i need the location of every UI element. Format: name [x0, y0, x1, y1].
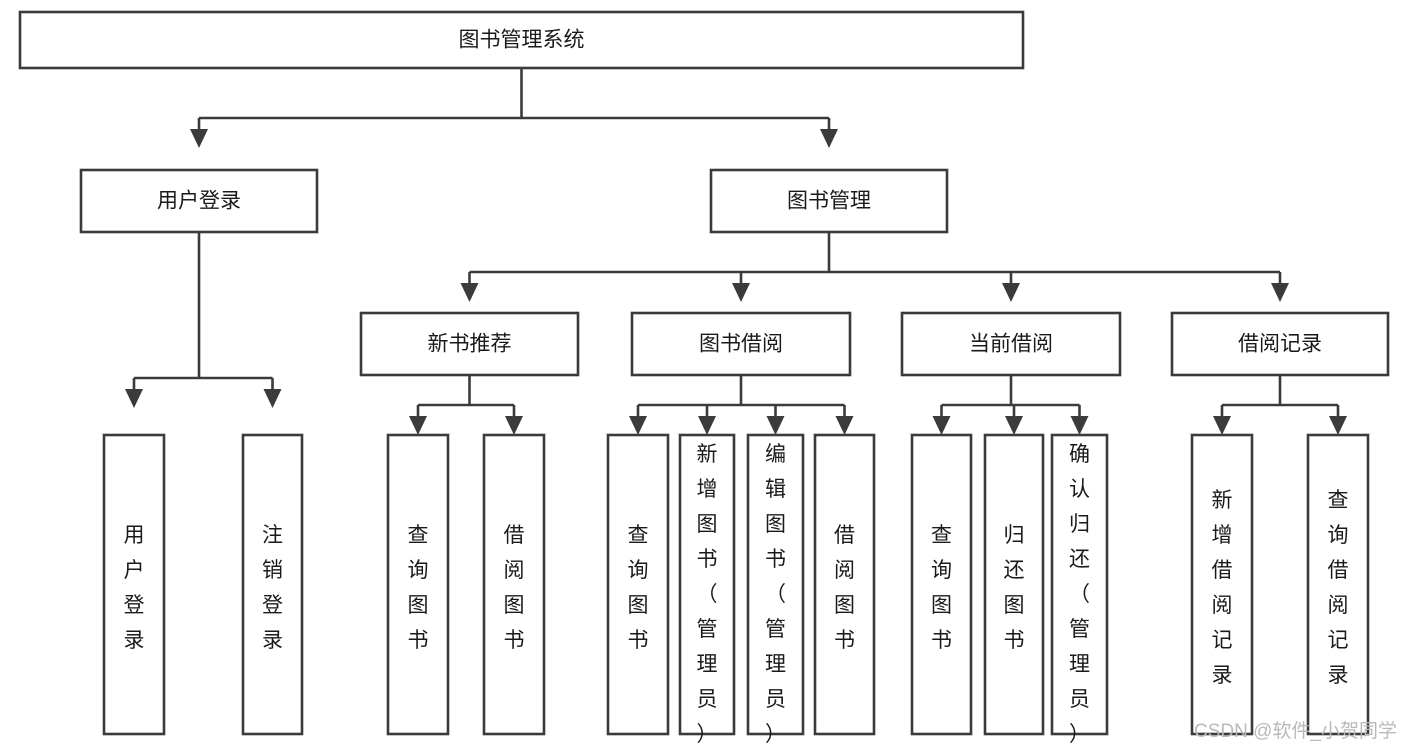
node-leaf-2[interactable]: 查询图书: [386, 433, 450, 736]
node-leaf-4[interactable]: 查询图书: [606, 433, 670, 736]
node-box-leaf-11: [1190, 433, 1254, 736]
node-borrow-record[interactable]: 借阅记录: [1170, 311, 1390, 377]
node-label-book-manage: 图书管理: [787, 190, 871, 213]
edge-current_borrow-arrow-2: [1070, 416, 1089, 435]
node-label-leaf-8: 查询图书: [931, 524, 952, 652]
node-box-leaf-3: [482, 433, 546, 736]
edge-root-arrow-0: [190, 129, 208, 148]
edge-book_borrow-arrow-3: [835, 416, 854, 435]
node-leaf-11[interactable]: 新增借阅记录: [1190, 433, 1254, 736]
node-leaf-12[interactable]: 查询借阅记录: [1306, 433, 1370, 736]
node-label-leaf-11: 新增借阅记录: [1212, 489, 1233, 687]
node-label-user-login: 用户登录: [157, 190, 241, 213]
node-leaf-8[interactable]: 查询图书: [910, 433, 973, 736]
node-box-leaf-1: [241, 433, 304, 736]
edge-new_book_rec-arrow-1: [505, 416, 523, 435]
edge-root-arrow-1: [820, 129, 838, 148]
node-box-book-manage: [709, 168, 949, 234]
node-label-leaf-4: 查询图书: [628, 524, 649, 652]
node-label-new-book-recommend: 新书推荐: [428, 333, 512, 356]
node-box-current-borrow: [900, 311, 1122, 377]
node-box-borrow-record: [1170, 311, 1390, 377]
node-box-leaf-4: [606, 433, 670, 736]
node-current-borrow[interactable]: 当前借阅: [900, 311, 1122, 377]
node-box-leaf-2: [386, 433, 450, 736]
node-box-leaf-10: [1050, 433, 1109, 736]
edge-current_borrow-arrow-1: [1005, 416, 1023, 435]
edge-user_login-arrow-1: [263, 389, 282, 408]
node-label-leaf-3: 借阅图书: [504, 524, 525, 652]
edge-current_borrow-arrow-0: [932, 416, 951, 435]
node-leaf-1[interactable]: 注销登录: [241, 433, 304, 736]
edge-book_borrow-arrow-2: [766, 416, 785, 435]
node-box-leaf-5: [678, 433, 736, 736]
node-label-borrow-record: 借阅记录: [1238, 333, 1322, 356]
node-book-manage[interactable]: 图书管理: [709, 168, 949, 234]
node-label-leaf-10: 确认归还（管理员）: [1069, 443, 1090, 746]
edge-book-manage-arrow-0: [460, 283, 479, 302]
edge-book_borrow-arrow-0: [629, 416, 647, 435]
node-box-leaf-9: [983, 433, 1045, 736]
node-box-root: [18, 10, 1025, 70]
edge-book-manage-arrow-3: [1271, 283, 1289, 302]
node-label-current-borrow: 当前借阅: [969, 333, 1053, 356]
leaves-layer: 用户登录 注销登录 查询图书 借阅图书 查询图书 新增图书（管理员） 编辑图书（管理员） 借阅…: [102, 433, 1370, 746]
node-box-leaf-7: [813, 433, 876, 736]
node-leaf-0[interactable]: 用户登录: [102, 433, 166, 736]
node-user-login[interactable]: 用户登录: [79, 168, 319, 234]
edge-user_login-arrow-0: [125, 389, 143, 408]
node-book-borrow[interactable]: 图书借阅: [630, 311, 852, 377]
node-box-user-login: [79, 168, 319, 234]
node-box-leaf-0: [102, 433, 166, 736]
node-label-leaf-9: 归还图书: [1004, 524, 1025, 652]
node-box-leaf-12: [1306, 433, 1370, 736]
node-leaf-6[interactable]: 编辑图书（管理员）: [746, 433, 805, 746]
node-leaf-5[interactable]: 新增图书（管理员）: [678, 433, 736, 746]
edge-borrow_record-arrow-1: [1329, 416, 1347, 435]
node-leaf-10[interactable]: 确认归还（管理员）: [1050, 433, 1109, 746]
node-label-leaf-6: 编辑图书（管理员）: [765, 443, 786, 746]
node-box-leaf-8: [910, 433, 973, 736]
connectors-layer: [125, 68, 1347, 435]
node-label-book-borrow: 图书借阅: [699, 333, 783, 356]
node-box-new-book-recommend: [359, 311, 580, 377]
node-leaf-9[interactable]: 归还图书: [983, 433, 1045, 736]
node-label-leaf-7: 借阅图书: [834, 524, 855, 652]
node-box-leaf-6: [746, 433, 805, 736]
node-new-book-recommend[interactable]: 新书推荐: [359, 311, 580, 377]
edge-book-manage-arrow-2: [1002, 283, 1020, 302]
edge-new_book_rec-arrow-0: [409, 416, 427, 435]
node-leaf-3[interactable]: 借阅图书: [482, 433, 546, 736]
node-label-leaf-5: 新增图书（管理员）: [697, 443, 718, 746]
edge-borrow_record-arrow-0: [1213, 416, 1231, 435]
node-leaf-7[interactable]: 借阅图书: [813, 433, 876, 736]
node-label-leaf-0: 用户登录: [124, 524, 145, 652]
node-root[interactable]: 图书管理系统: [18, 10, 1025, 70]
watermark: CSDN @软件_小贺同学: [1194, 721, 1397, 742]
node-label-root: 图书管理系统: [459, 29, 585, 52]
node-label-leaf-1: 注销登录: [262, 524, 283, 652]
node-label-leaf-12: 查询借阅记录: [1328, 489, 1349, 687]
node-label-leaf-2: 查询图书: [408, 524, 429, 652]
edge-book-manage-arrow-1: [732, 283, 750, 302]
node-box-book-borrow: [630, 311, 852, 377]
edge-book_borrow-arrow-1: [698, 416, 716, 435]
